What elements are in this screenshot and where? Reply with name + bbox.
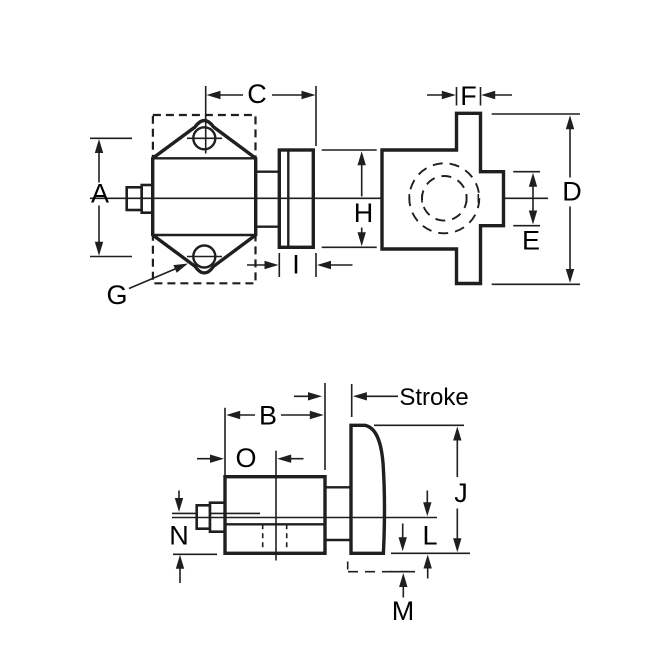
dim-label-e: E (522, 226, 540, 256)
dim-label-n: N (169, 521, 189, 551)
side-view: B Stroke O N J (169, 383, 470, 626)
dim-label-h: H (354, 198, 374, 228)
hex-flange (151, 118, 258, 275)
callout-g: G (106, 263, 188, 310)
dim-label-f: F (460, 81, 477, 111)
end-view-outline (380, 111, 506, 286)
hidden-cross-hole (261, 524, 288, 550)
dim-label-l: L (422, 521, 437, 551)
end-view: F D E (380, 81, 582, 286)
front-view: A C H I G (90, 79, 548, 310)
dimension-d: D (491, 113, 582, 286)
dimension-stroke: Stroke (294, 384, 469, 417)
barrel-silhouette-lines (152, 157, 256, 237)
dimension-a: A (90, 137, 132, 258)
dimension-j: J (374, 424, 470, 555)
dim-label-g: G (106, 280, 127, 310)
dimension-f: F (427, 81, 512, 111)
dim-label-stroke: Stroke (399, 384, 468, 411)
dim-label-i: I (292, 250, 300, 280)
dimension-n: N (169, 490, 217, 583)
dimension-h: H (321, 149, 377, 249)
dimension-b: B (224, 383, 326, 477)
side-body (223, 475, 327, 556)
side-shaft-lines (325, 486, 351, 542)
centerline-ticks (408, 194, 480, 203)
dim-label-j: J (454, 478, 468, 508)
dim-label-a: A (91, 179, 109, 209)
pull-knob (349, 423, 387, 555)
dimension-m: M (346, 523, 415, 626)
dimension-o: O (197, 443, 304, 473)
dim-label-b: B (259, 401, 277, 431)
hole-crosshairs (187, 86, 222, 258)
dimension-i: I (247, 250, 353, 280)
shaft-lines (255, 170, 280, 228)
dim-label-c: C (247, 79, 267, 109)
dim-label-d: D (562, 177, 582, 207)
dimension-e: E (513, 170, 540, 256)
dimension-l: L (422, 490, 438, 579)
dim-label-m: M (392, 596, 415, 626)
dim-label-o: O (235, 443, 256, 473)
dimension-c: C (206, 79, 317, 146)
